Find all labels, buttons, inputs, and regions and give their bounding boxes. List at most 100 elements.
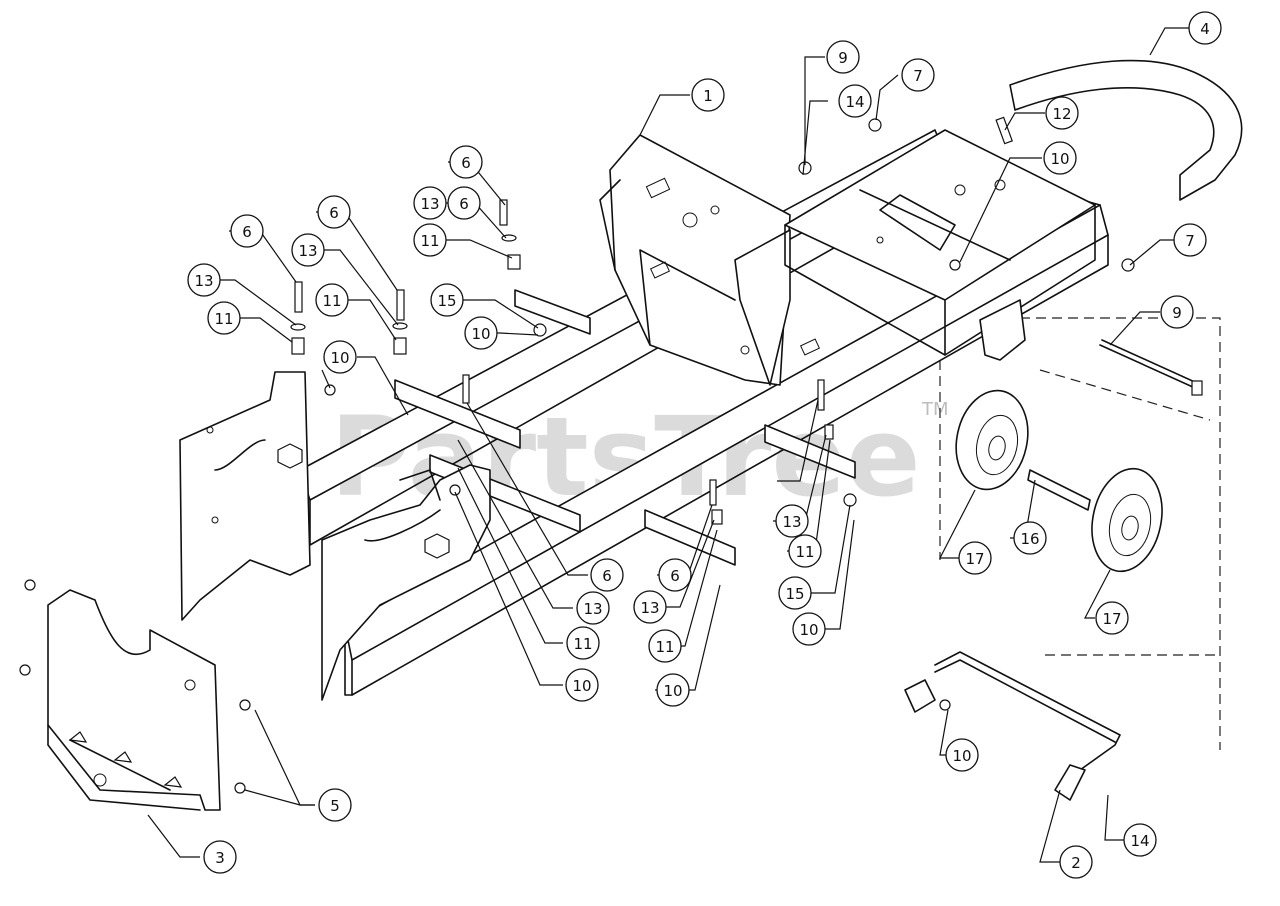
- callout-circle: [291, 233, 325, 267]
- callout-9: 9: [1160, 295, 1194, 329]
- dash-panel: [599, 134, 821, 386]
- callout-10: 10: [656, 673, 690, 707]
- callout-4: 4: [1188, 11, 1222, 45]
- callout-3: 3: [203, 840, 237, 874]
- callout-circle: [691, 78, 725, 112]
- callout-10: 10: [1043, 141, 1077, 175]
- callout-label: 11: [322, 292, 341, 310]
- callout-circle: [1173, 223, 1207, 257]
- callout-circle: [945, 738, 979, 772]
- callout-circle: [413, 223, 447, 257]
- callout-circle: [464, 316, 498, 350]
- callout-label: 11: [795, 543, 814, 561]
- callout-circle: [315, 283, 349, 317]
- callout-circle: [576, 591, 610, 625]
- callout-17: 17: [1095, 601, 1129, 635]
- callout-14: 14: [838, 84, 872, 118]
- left-side-plate: [179, 371, 311, 621]
- callout-circle: [826, 40, 860, 74]
- leader-lines: [147, 27, 1198, 863]
- callout-14: 14: [1123, 823, 1157, 857]
- callout-10: 10: [565, 668, 599, 702]
- callout-circle: [430, 283, 464, 317]
- callout-circle: [317, 195, 351, 229]
- callout-label: 1: [703, 87, 713, 105]
- callout-circle: [413, 186, 447, 220]
- callout-label: 14: [845, 93, 864, 111]
- callout-label: 6: [459, 195, 469, 213]
- callout-17: 17: [958, 541, 992, 575]
- callout-circle: [1188, 11, 1222, 45]
- right-side-plate: [321, 464, 491, 701]
- callout-label: 6: [242, 223, 252, 241]
- callout-circle: [1123, 823, 1157, 857]
- callout-label: 13: [298, 242, 317, 260]
- callout-circle: [788, 534, 822, 568]
- callout-11: 11: [788, 534, 822, 568]
- callout-circle: [230, 214, 264, 248]
- callout-circle: [1095, 601, 1129, 635]
- callout-label: 15: [437, 292, 456, 310]
- callout-label: 13: [782, 513, 801, 531]
- callout-6: 6: [447, 186, 481, 220]
- callout-label: 11: [214, 310, 233, 328]
- callout-circle: [449, 145, 483, 179]
- callout-circle: [656, 673, 690, 707]
- callout-7: 7: [1173, 223, 1207, 257]
- callout-label: 12: [1052, 105, 1071, 123]
- callout-circle: [1013, 521, 1047, 555]
- callout-label: 4: [1200, 20, 1210, 38]
- callout-15: 15: [430, 283, 464, 317]
- callout-6: 6: [449, 145, 483, 179]
- callout-label: 13: [420, 195, 439, 213]
- callout-circle: [838, 84, 872, 118]
- callout-circle: [1160, 295, 1194, 329]
- hardware: [19, 116, 1135, 794]
- callout-circle: [207, 301, 241, 335]
- callout-circle: [1043, 141, 1077, 175]
- callout-circle: [323, 340, 357, 374]
- callout-label: 13: [194, 272, 213, 290]
- callout-9: 9: [826, 40, 860, 74]
- callout-label: 10: [572, 677, 591, 695]
- rear-housing: [784, 129, 1096, 361]
- callout-label: 14: [1130, 832, 1149, 850]
- callout-circle: [590, 558, 624, 592]
- callout-circle: [566, 626, 600, 660]
- callout-label: 6: [670, 567, 680, 585]
- callout-label: 13: [640, 599, 659, 617]
- callout-circle: [187, 263, 221, 297]
- callout-label: 13: [583, 600, 602, 618]
- callout-12: 12: [1045, 96, 1079, 130]
- callout-6: 6: [590, 558, 624, 592]
- callout-11: 11: [566, 626, 600, 660]
- callout-label: 10: [1050, 150, 1069, 168]
- callout-label: 5: [330, 797, 340, 815]
- callout-1: 1: [691, 78, 725, 112]
- callout-10: 10: [792, 612, 826, 646]
- callout-circle: [648, 629, 682, 663]
- callout-label: 10: [471, 325, 490, 343]
- callout-label: 10: [663, 682, 682, 700]
- callout-label: 9: [1172, 304, 1182, 322]
- callout-label: 17: [965, 550, 984, 568]
- callout-label: 11: [573, 635, 592, 653]
- callout-circle: [778, 576, 812, 610]
- construction-lines: [939, 317, 1221, 750]
- watermark-trademark: TM: [921, 399, 949, 420]
- callout-label: 11: [655, 638, 674, 656]
- callout-label: 3: [215, 849, 225, 867]
- callout-16: 16: [1013, 521, 1047, 555]
- pulley-assembly: [955, 389, 1163, 573]
- callout-circle: [565, 668, 599, 702]
- callout-11: 11: [207, 301, 241, 335]
- callout-13: 13: [576, 591, 610, 625]
- callout-label: 11: [420, 232, 439, 250]
- callout-circle: [1045, 96, 1079, 130]
- callout-label: 10: [799, 621, 818, 639]
- callout-13: 13: [775, 504, 809, 538]
- callout-13: 13: [291, 233, 325, 267]
- callout-circle: [901, 58, 935, 92]
- callout-15: 15: [778, 576, 812, 610]
